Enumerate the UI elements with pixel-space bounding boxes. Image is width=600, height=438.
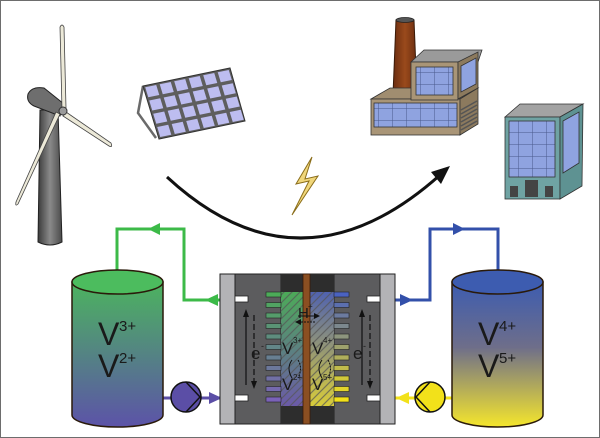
left-tank-ion-top: V [98,316,120,352]
solar-cell [178,92,193,105]
solar-cell [221,83,236,96]
lightning-bolt-icon [291,156,320,216]
solar-cell [229,109,244,123]
right-electrolyte-tank: V 4+ V 5+ [451,269,544,428]
solar-cell [196,102,211,115]
flow-channel-rib [265,386,282,392]
left-end-plate [219,273,236,425]
flow-channel-rib [333,344,350,350]
right-tank-charge-top: 4+ [499,318,516,335]
flow-channel-rib [265,396,282,403]
flow-channel-rib [333,386,350,392]
office-building-icon [503,103,585,200]
solar-cell [167,108,182,121]
solar-cell [207,86,222,99]
flow-channel-rib [333,365,350,371]
flow-channel-rib [333,396,350,403]
solar-cell [200,115,215,129]
blue-return-pipe [367,223,500,306]
solar-cell [159,81,174,95]
flow-channel-rib [333,323,350,329]
left-tank-charge-top: 3+ [119,318,136,335]
right-tank-ion-top: V [478,316,500,352]
solar-cell [171,121,186,135]
cell-right-upper-charge: 4+ [323,336,332,345]
solar-cell [188,75,203,89]
flow-channel-rib [265,291,282,298]
flow-channel-rib [333,375,350,382]
right-tank-charge-bottom: 5+ [499,350,516,367]
solar-cell [225,96,240,109]
green-return-pipe [115,223,248,306]
cell-right-upper-ion: V [312,339,324,358]
flow-channel-rib [265,354,282,361]
left-tank-ion-bottom: V [98,348,120,384]
left-electron-flow-arrows [243,309,257,389]
solar-cell [145,84,160,98]
flow-cell-stack: e - e - H + V 3+ V 2+ V 4+ V 5+ [219,273,396,425]
flow-channel-rib [265,333,282,340]
factory-icon [369,17,483,136]
left-electron-charge: - [261,341,264,351]
flow-channel-rib [333,291,350,298]
right-end-plate [379,273,396,425]
wind-turbine-icon [15,24,113,246]
proton-charge: + [308,302,313,311]
solar-cell [153,111,168,124]
flow-channel-rib [333,312,350,319]
cell-left-upper-ion: V [282,339,294,358]
flow-channel-rib [265,302,282,308]
proton-label: H [298,305,309,322]
cell-left-lower-ion: V [282,375,294,394]
flow-channel-rib [265,375,282,382]
left-electron-label: e [251,344,260,363]
solar-cell [157,124,172,138]
flow-channel-rib [333,302,350,308]
pump-icon [170,381,202,413]
right-electron-label: e [353,344,362,363]
solar-panel-icon [136,67,246,140]
solar-cell [182,105,197,118]
flow-channel-rib [333,333,350,340]
solar-cell [203,72,218,86]
flow-channel-rib [265,323,282,329]
proton-exchange-arrows [295,313,320,325]
cell-left-upper-charge: 3+ [293,336,302,345]
solar-cell [163,95,178,108]
flow-channel-rib [265,312,282,319]
cell-right-lower-ion: V [312,375,324,394]
flow-channel-rib [333,354,350,361]
solar-cell [174,78,189,92]
flow-channel-rib [265,344,282,350]
left-electrolyte-tank: V 3+ V 2+ [71,269,164,428]
right-electron-flow-arrows [359,309,373,389]
solar-cell [149,98,164,111]
ion-exchange-membrane [302,273,311,425]
redox-reaction-arrows [288,359,331,379]
left-tank-charge-bottom: 2+ [119,350,136,367]
solar-cell [211,99,226,112]
solar-cell [192,89,207,102]
right-electron-charge: - [363,341,366,351]
solar-cell [215,112,230,126]
solar-cell [186,118,201,132]
pump-icon [414,381,446,413]
right-tank-ion-bottom: V [478,348,500,384]
solar-cell [217,69,232,83]
energy-flow-arrow [165,166,450,240]
flow-channel-rib [265,365,282,371]
